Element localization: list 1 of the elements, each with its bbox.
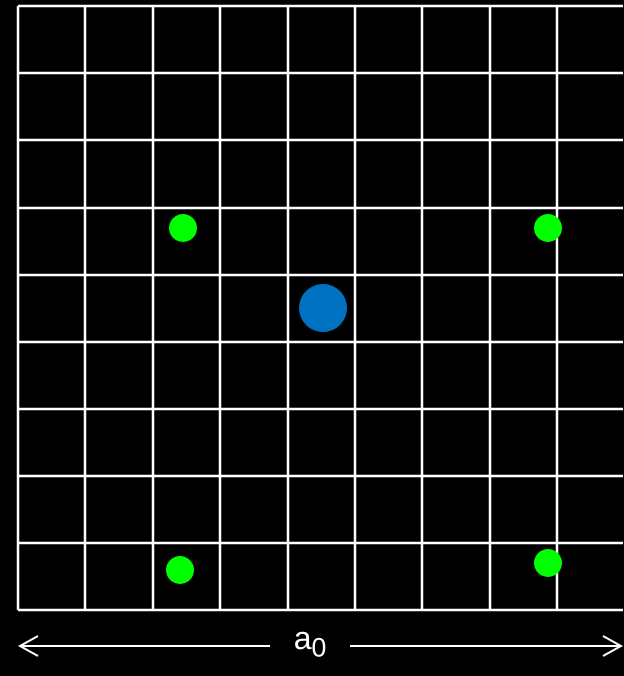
dimension-label: a$_{0}$ <box>292 619 328 664</box>
